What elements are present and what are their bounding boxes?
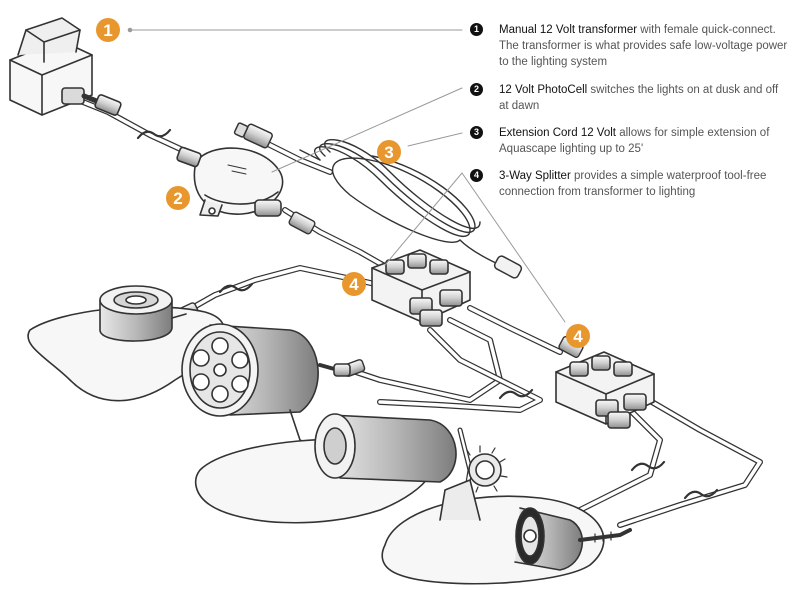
legend-item-splitter: 4 3-Way Splitter provides a simple water… [470,168,790,200]
legend-marker-3: 3 [470,126,483,139]
splitter-a [371,249,471,327]
photocell [176,146,284,217]
leader-lines [127,27,566,323]
badge-photocell: 2 [166,186,190,210]
cable-splitter-a-to-large-light [377,327,543,413]
legend-text-3: Extension Cord 12 Volt allows for simple… [499,125,790,157]
badge-transformer-label: 1 [103,21,112,40]
legend-text-2: 12 Volt PhotoCell switches the lights on… [499,82,790,114]
badge-extension: 3 [377,140,401,164]
legend-term-4: 3-Way Splitter [499,170,571,182]
cable-splitter-a-loop [347,317,503,403]
cable-splitter-b-to-spotlight [577,397,663,513]
splitter-b [555,351,655,429]
legend-desc-1: with female quick-connect. The transform… [499,24,788,68]
badge-transformer: 1 [96,18,120,42]
legend-text-4: 3-Way Splitter provides a simple waterpr… [499,168,790,200]
loose-plug [233,122,273,149]
badge-photocell-label: 2 [173,189,182,208]
legend-item-transformer: 1 Manual 12 Volt transformer with female… [470,22,790,70]
legend-desc-2: switches the lights on at dusk and off a… [499,84,779,112]
cable-splitter-a-to-small-light [182,265,383,315]
legend-item-extension: 3 Extension Cord 12 Volt allows for simp… [470,125,790,157]
cylinder-spotlight [194,413,508,524]
legend-marker-4: 4 [470,169,483,182]
legend-marker-2: 2 [470,83,483,96]
transformer [9,17,122,116]
legend-text-1: Manual 12 Volt transformer with female q… [499,22,790,70]
legend-term-2: 12 Volt PhotoCell [499,84,588,96]
badge-splitter-b-label: 4 [573,327,583,346]
legend-item-photocell: 2 12 Volt PhotoCell switches the lights … [470,82,790,114]
cable-transformer-to-photocell [75,97,203,161]
cable-break-marks [136,128,719,500]
base-spotlight [381,479,632,585]
cable-splitter-b-long-run [617,392,763,528]
badge-splitter-a-label: 4 [349,275,359,294]
legend-term-1: Manual 12 Volt transformer [499,24,638,36]
badge-splitter-a: 4 [342,272,366,296]
legend-marker-1: 1 [470,23,483,36]
legend-term-3: Extension Cord 12 Volt [499,127,616,139]
extension-cord [299,139,501,266]
badge-splitter-b: 4 [566,324,590,348]
cable-splitter-a-to-splitter-b [467,305,563,355]
small-pond-light [27,285,225,402]
badge-extension-label: 3 [384,143,393,162]
legend-desc-4: provides a simple waterproof tool-free c… [499,170,767,198]
large-led-light [181,323,351,451]
legend-desc-3: allows for simple extension of Aquascape… [499,127,770,155]
extension-cord-plug-end [493,255,523,279]
